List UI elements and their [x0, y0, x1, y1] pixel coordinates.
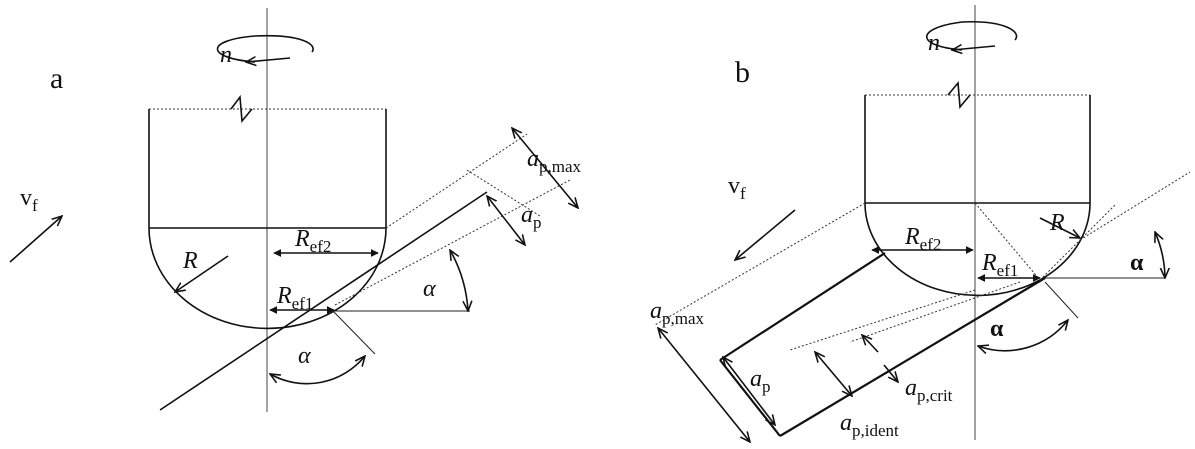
angle-arc-upper — [450, 250, 468, 311]
tool-body — [864, 80, 1091, 297]
radius-arrow — [1039, 217, 1080, 238]
ap-crit-dimension-lower — [883, 364, 898, 382]
ref1-label: Ref1 — [276, 283, 313, 313]
radius-arrow — [175, 255, 229, 292]
ap-dimension — [723, 357, 775, 425]
ap-crit-label: ap,crit — [905, 375, 953, 405]
angle-label-lower: α — [990, 316, 1004, 342]
feed-arrow — [9, 216, 62, 263]
extension-line-tool-top — [654, 202, 866, 326]
ref2-label: Ref2 — [294, 226, 331, 256]
rotation-arrow — [926, 21, 1018, 50]
angle-arc-upper — [1155, 232, 1165, 278]
ap-max-dimension — [658, 328, 750, 442]
machined-pocket — [719, 252, 1165, 437]
rotation-label: n — [928, 30, 940, 56]
angle-label-lower: α — [298, 343, 311, 369]
ap-ident-dimension — [815, 352, 852, 396]
angle-label-upper: α — [1130, 250, 1144, 276]
radius-label: R — [182, 248, 198, 274]
ap-label: ap — [750, 366, 771, 396]
panel-a: a n vf R Ref2 Ref1 — [9, 8, 582, 412]
panel-b: b n vf — [650, 5, 1191, 442]
normal-reference-line — [332, 310, 376, 355]
extension-line-top — [385, 133, 528, 229]
angle-arc-lower — [978, 320, 1068, 351]
panel-label-b: b — [735, 56, 750, 89]
extension-line-far — [1079, 171, 1191, 241]
normal-reference-line — [1044, 281, 1079, 319]
feed-label: vf — [20, 185, 38, 215]
extension-line-right — [1039, 204, 1116, 281]
angle-arc-lower — [270, 356, 365, 385]
ref1-label: Ref1 — [981, 250, 1018, 280]
ap-max-dimension — [512, 128, 578, 208]
ap-dimension — [487, 196, 525, 245]
panel-label-a: a — [50, 62, 63, 95]
rotation-label: n — [220, 42, 232, 68]
ref2-label: Ref2 — [904, 224, 941, 254]
rotation-arrow — [217, 34, 314, 62]
workpiece-surface — [159, 191, 488, 411]
ap-crit-dimension — [862, 335, 879, 353]
angle-label-upper: α — [423, 276, 436, 302]
ap-max-label: ap,max — [650, 298, 705, 328]
tool-body — [148, 94, 387, 330]
feed-label: vf — [728, 173, 746, 203]
feed-arrow — [735, 209, 796, 260]
extension-line-center — [974, 202, 1041, 281]
ap-ident-label: ap,ident — [840, 410, 899, 440]
extension-line-ident — [789, 289, 976, 351]
radius-label: R — [1049, 210, 1065, 236]
ap-max-label: ap,max — [527, 146, 582, 176]
ap-label: ap — [521, 202, 542, 232]
extension-line-bottom — [334, 179, 571, 306]
